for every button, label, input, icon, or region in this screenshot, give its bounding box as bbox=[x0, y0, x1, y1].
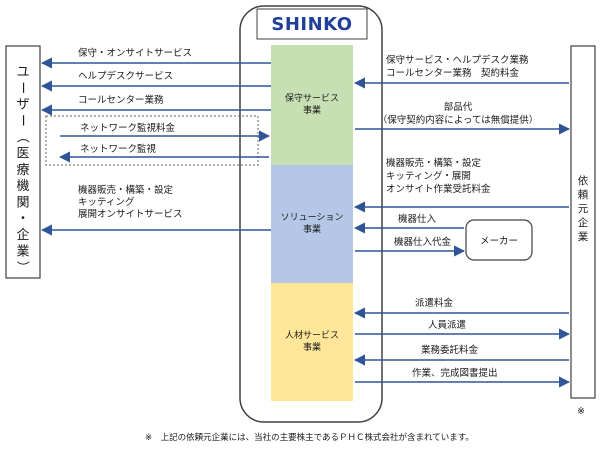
flow-label-parts-1: 部品代 bbox=[444, 101, 473, 113]
user-box-char: ー bbox=[15, 81, 30, 94]
client-note-mark: ※ bbox=[577, 406, 585, 417]
flow-label-deliverables: 作業、完成図書提出 bbox=[412, 367, 498, 379]
flow-label-solution-left-1: 機器販売・構築・設定 bbox=[78, 184, 174, 196]
user-box-char: ） bbox=[15, 261, 30, 274]
segment-label: ソリューション bbox=[281, 213, 344, 223]
segment-label: 事業 bbox=[303, 223, 321, 235]
segment-staffing bbox=[271, 283, 353, 401]
user-box-char: 企 bbox=[16, 227, 29, 243]
flow-label-outsourcing-fee: 業務委託料金 bbox=[421, 344, 479, 356]
flow-label-network-fee: ネットワーク監視料金 bbox=[80, 122, 176, 134]
flow-label-callcenter: コールセンター業務 bbox=[78, 94, 164, 106]
client-box-char: 頼 bbox=[578, 189, 589, 201]
user-box-char: ザ bbox=[16, 98, 29, 113]
client-box-char: 企 bbox=[578, 216, 589, 229]
client-box-char: 元 bbox=[578, 203, 589, 215]
network-monitoring-group bbox=[45, 115, 259, 166]
maker-box bbox=[465, 219, 533, 261]
user-box bbox=[5, 45, 41, 279]
company-logo-box bbox=[256, 8, 368, 40]
flow-label-solution-left-3: 展開オンサイトサービス bbox=[78, 209, 183, 220]
flow-label-equipment-payment: 機器仕入代金 bbox=[394, 236, 452, 248]
client-box-label: 依頼元企業 bbox=[578, 174, 589, 243]
company-logo: SHINKO bbox=[271, 14, 352, 35]
segment-label: 事業 bbox=[303, 341, 321, 353]
user-box-char: 関 bbox=[16, 195, 29, 210]
user-box-char: （ bbox=[15, 130, 30, 143]
flow-label-maintenance-fee-1: 保守サービス・ヘルプデスク業務 bbox=[386, 54, 529, 66]
flow-label-maintenance-fee-2: コールセンター業務 契約料金 bbox=[386, 67, 520, 79]
client-box bbox=[570, 45, 596, 399]
flow-label-parts-2: （保守契約内容によっては無償提供） bbox=[378, 114, 539, 126]
flow-label-solution-fee-1: 機器販売・構築・設定 bbox=[386, 157, 482, 169]
flow-label-solution-left-2: キッティング bbox=[78, 196, 135, 208]
flow-label-dispatch-fee: 派遣料金 bbox=[415, 297, 454, 309]
user-box-char: ユ bbox=[16, 65, 29, 80]
footnote: ※ 上記の依頼元企業には、当社の主要株主であるＰＨＣ株式会社が含まれています。 bbox=[145, 432, 474, 443]
flow-label-equipment-purchase: 機器仕入 bbox=[398, 213, 437, 225]
user-box-char: 医 bbox=[16, 147, 29, 162]
client-box-char: 業 bbox=[578, 230, 589, 243]
client-box-char: 依 bbox=[578, 174, 589, 187]
flow-label-staff-dispatch: 人員派遣 bbox=[428, 319, 467, 331]
flow-label-solution-fee-3: オンサイト作業受託料金 bbox=[386, 183, 491, 195]
flow-label-onsite: 保守・オンサイトサービス bbox=[78, 47, 192, 59]
flow-label-network-monitor: ネットワーク監視 bbox=[80, 143, 157, 155]
segment-label: 人材サービス bbox=[285, 329, 339, 341]
segment-solution bbox=[271, 165, 353, 283]
user-box-char: ・ bbox=[16, 212, 29, 227]
segment-maintenance bbox=[271, 45, 353, 165]
user-box-char: 機 bbox=[16, 179, 29, 194]
maker-box-label: メーカー bbox=[480, 236, 518, 247]
segment-label: 保守サービス bbox=[285, 92, 339, 104]
segment-label: 事業 bbox=[303, 104, 321, 116]
flow-label-helpdesk: ヘルプデスクサービス bbox=[78, 70, 173, 82]
user-box-char: ー bbox=[15, 114, 30, 127]
flow-label-solution-fee-2: キッティング・展開 bbox=[386, 170, 471, 182]
user-box-char: 業 bbox=[16, 243, 29, 259]
user-box-char: 療 bbox=[16, 163, 29, 178]
